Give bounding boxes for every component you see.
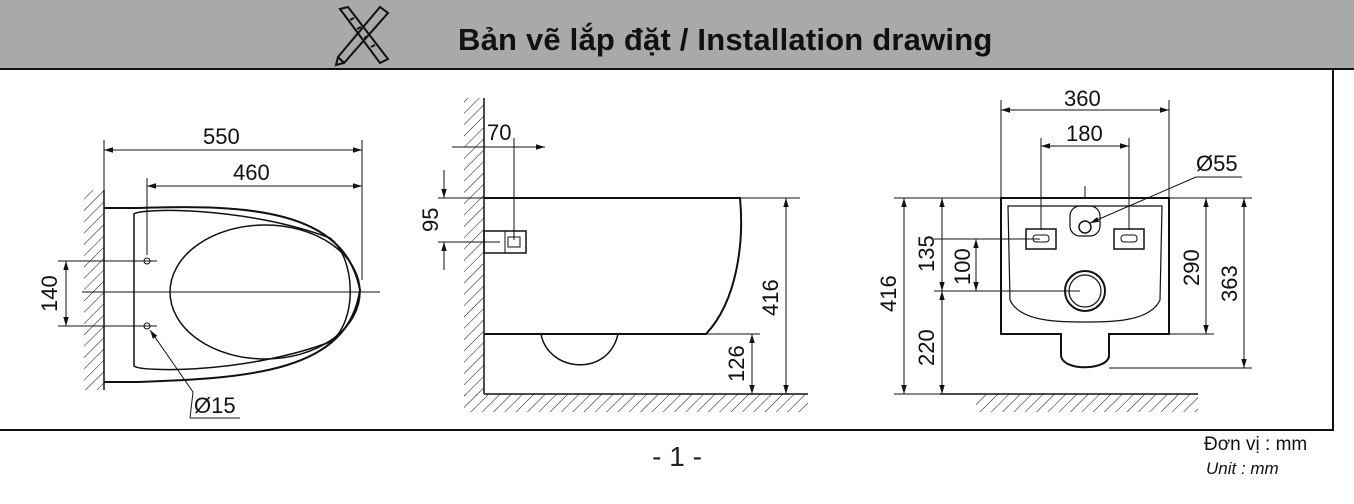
dim-290: 290 <box>1179 249 1204 286</box>
unit-label-vi: Đơn vị : mm <box>1204 434 1308 455</box>
dim-diameter-15: Ø15 <box>194 393 236 418</box>
top-view: 550 460 140 Ø15 <box>37 124 380 419</box>
dim-100: 100 <box>950 248 975 285</box>
bowl-outline <box>1000 197 1170 369</box>
unit-label-en: Unit : mm <box>1206 459 1279 478</box>
page-number: - 1 - <box>652 441 702 472</box>
title-bar: Bản vẽ lắp đặt / Installation drawing <box>0 0 1354 70</box>
bowl-outline <box>484 197 743 335</box>
wall-hatch <box>464 98 484 396</box>
dim-550: 550 <box>203 124 240 149</box>
pencil-ruler-icon <box>334 5 390 67</box>
dim-220: 220 <box>914 329 939 366</box>
inlet-hole <box>1078 220 1092 234</box>
dim-180: 180 <box>1066 121 1103 146</box>
floor-hatch <box>464 394 808 412</box>
dim-363: 363 <box>1217 265 1242 302</box>
dim-126: 126 <box>724 345 749 382</box>
dim-416: 416 <box>758 279 783 316</box>
dim-70: 70 <box>487 120 511 145</box>
front-view: 360 180 Ø55 416 220 135 100 290 <box>876 86 1252 412</box>
bowl-trap <box>540 333 619 366</box>
dim-diameter-55: Ø55 <box>1196 151 1238 176</box>
dim-360: 360 <box>1064 86 1101 111</box>
page-title: Bản vẽ lắp đặt / Installation drawing <box>458 22 993 57</box>
floor-hatch <box>976 394 1198 412</box>
side-view: 70 95 416 126 <box>418 98 808 412</box>
wall-hatch <box>84 190 104 390</box>
dim-135: 135 <box>914 235 939 272</box>
dim-140: 140 <box>37 275 62 312</box>
bolt-slot <box>1113 228 1145 250</box>
installation-drawing: 550 460 140 Ø15 70 95 <box>37 86 1252 419</box>
drawing-frame <box>0 70 1334 431</box>
dim-95: 95 <box>418 208 443 232</box>
dim-460: 460 <box>233 160 270 185</box>
dim-416-front: 416 <box>876 275 901 312</box>
